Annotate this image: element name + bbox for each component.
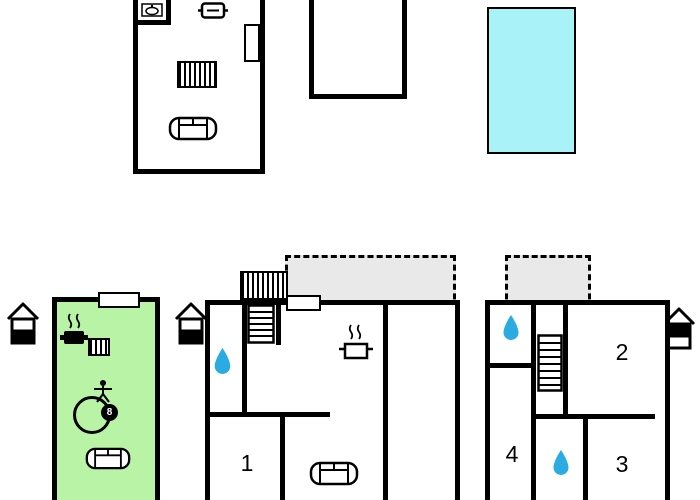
wall-segment xyxy=(242,303,247,417)
wall-segment xyxy=(166,0,171,25)
water-drop-icon xyxy=(212,347,233,375)
radiator-icon xyxy=(240,271,288,300)
wall-segment xyxy=(531,303,536,500)
sofa-icon xyxy=(85,445,131,472)
stairs-icon xyxy=(537,334,563,392)
sofa-icon xyxy=(168,114,218,143)
water-drop-icon xyxy=(551,449,571,476)
house-level-icon xyxy=(174,301,208,347)
water-drop-icon xyxy=(501,314,521,341)
wall-segment xyxy=(208,412,330,417)
person-icon xyxy=(92,379,114,403)
room-label-2: 2 xyxy=(615,338,629,365)
pot-icon xyxy=(198,2,228,19)
sofa-icon xyxy=(309,459,359,488)
window-icon xyxy=(286,295,321,311)
radiator-icon xyxy=(88,338,110,356)
wall-segment xyxy=(531,414,655,419)
wall-segment xyxy=(563,303,568,419)
window-icon xyxy=(98,292,140,308)
stairs-icon xyxy=(247,304,275,344)
wall-segment xyxy=(383,303,388,500)
wall-segment xyxy=(138,20,171,25)
house-level-icon xyxy=(6,301,40,347)
room-label-1: 1 xyxy=(240,449,254,476)
annex-outline xyxy=(309,0,407,99)
billiard-ball-label: 8 xyxy=(106,407,113,418)
wall-segment xyxy=(583,414,588,500)
sink-icon xyxy=(141,3,163,17)
wall-segment xyxy=(488,363,536,368)
wall-segment xyxy=(280,412,285,500)
window-icon xyxy=(244,24,260,62)
upper-unit-outline xyxy=(133,0,265,174)
stove-icon xyxy=(338,323,374,364)
room-label-3: 3 xyxy=(615,450,629,477)
room-label-4: 4 xyxy=(505,440,519,467)
stove-icon xyxy=(60,312,88,348)
swimming-pool xyxy=(487,7,576,154)
wall-segment xyxy=(276,303,281,345)
billiard-ball-icon: 8 xyxy=(101,404,118,421)
radiator-icon xyxy=(177,61,217,88)
